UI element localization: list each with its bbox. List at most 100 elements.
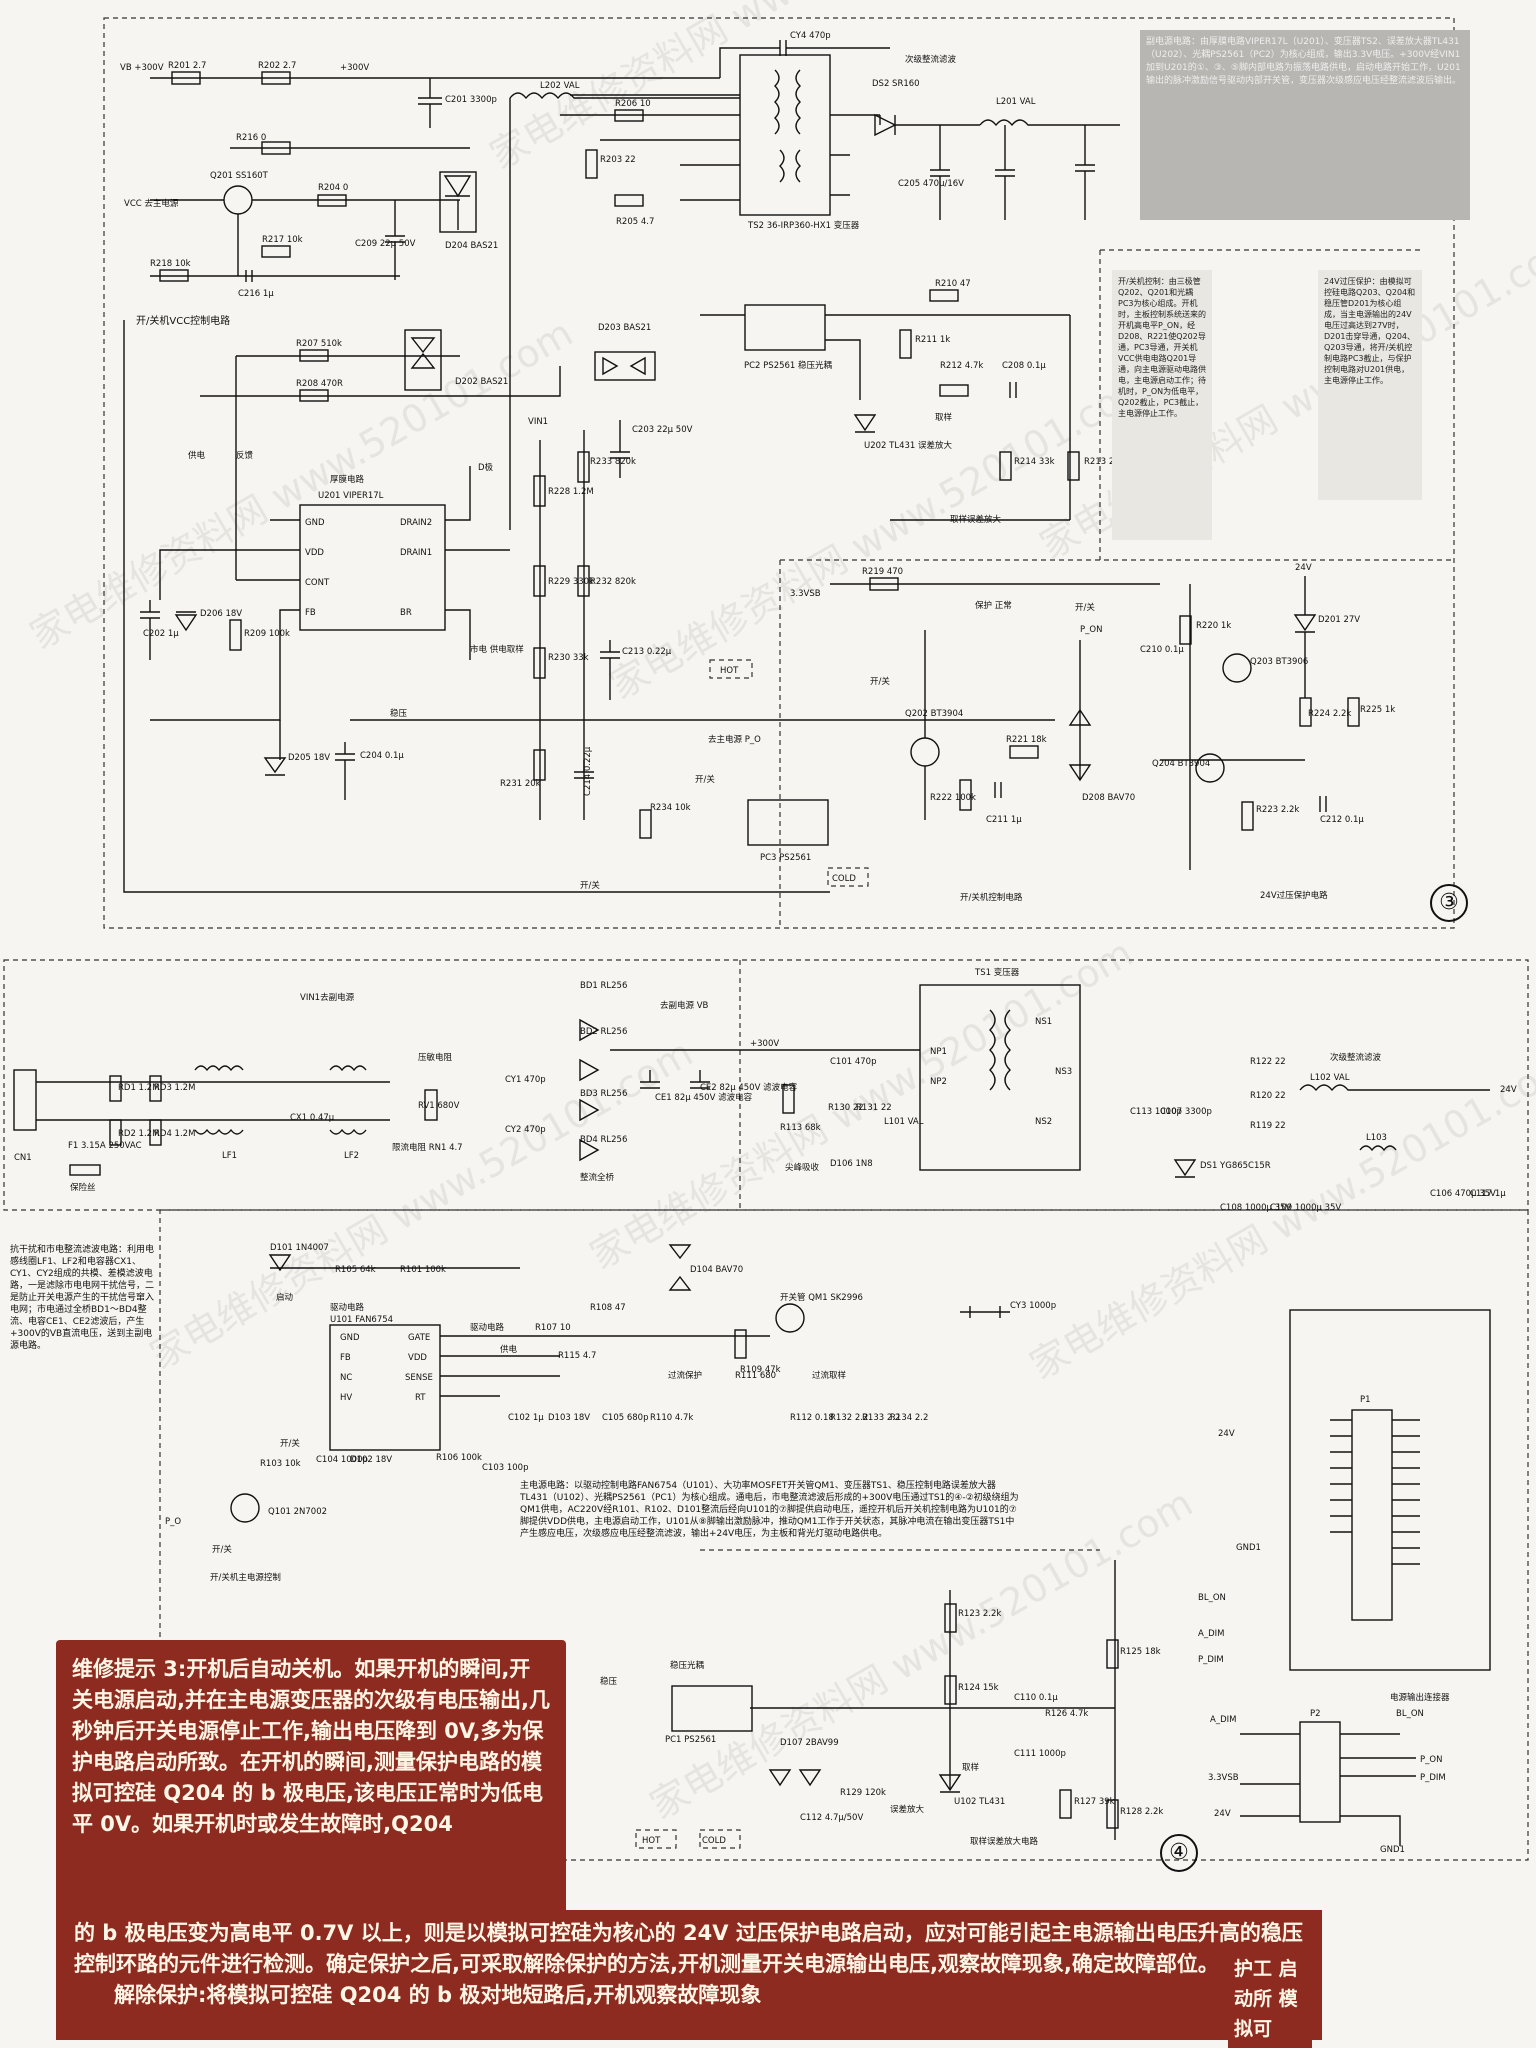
qm1-symbol <box>775 1303 805 1333</box>
r128-label: R128 2.2k <box>1120 1807 1163 1817</box>
c213-label: C213 0.22μ <box>622 647 672 657</box>
kaiguan-label-3: 开/关 <box>1075 602 1095 613</box>
r106-label: R106 100k <box>436 1453 482 1463</box>
connector-frame <box>1289 1309 1491 1671</box>
c117-label: C117 1μ <box>1470 1189 1506 1199</box>
bd3-label: BD3 RL256 <box>580 1089 627 1099</box>
main-ctrl-label: 开/关机主电源控制 <box>210 1572 281 1583</box>
q202-symbol <box>910 737 940 767</box>
c107-label: C107 3300p <box>1160 1107 1212 1117</box>
c216-label: C216 1μ <box>238 289 274 299</box>
d103-label: D103 18V <box>548 1413 590 1423</box>
cy4-label: CY4 470p <box>790 31 831 41</box>
u101-symbol <box>329 1324 441 1451</box>
ac-lines <box>36 1081 390 1121</box>
c106-label: C106 470μ 35V <box>1430 1189 1496 1199</box>
q101-symbol <box>230 1493 260 1523</box>
f1-symbol <box>69 1164 101 1176</box>
svg-text:DRAIN2: DRAIN2 <box>400 518 432 528</box>
l101-label: L101 VAL <box>884 1117 924 1127</box>
svg-text:VDD: VDD <box>408 1353 427 1363</box>
diagram-4-number: ④ <box>1160 1834 1198 1872</box>
r221-label: R221 18k <box>1006 735 1047 745</box>
r233-label: R233 820k <box>590 457 636 467</box>
rd3-label: RD3 1.2M <box>154 1083 195 1093</box>
vin1-label: VIN1 <box>528 417 548 427</box>
r113-symbol <box>782 1084 795 1114</box>
repair-tip-box-2: 的 b 极电压变为高电平 0.7V 以上，则是以模拟可控硅为核心的 24V 过压… <box>56 1910 1322 2040</box>
r201-symbol <box>171 71 201 85</box>
lf2-symbol <box>329 1065 367 1135</box>
q203-symbol <box>1222 653 1252 683</box>
d204-label: D204 BAS21 <box>445 241 498 251</box>
v300-label: +300V <box>340 63 369 73</box>
r219-symbol <box>869 577 899 591</box>
d104-label: D104 BAV70 <box>690 1265 743 1275</box>
r208-label: R208 470R <box>296 379 343 389</box>
r234-symbol <box>639 809 652 839</box>
svg-text:RT: RT <box>415 1393 426 1403</box>
note-24v-ovp: 24V过压保护：由模拟可控硅电路Q203、Q204和稳压管D201为核心组成，当… <box>1318 270 1422 500</box>
l102-label: L102 VAL <box>1310 1073 1350 1083</box>
wenya-pc-label: 稳压光耦 <box>670 1660 705 1671</box>
r231-symbol <box>533 749 546 781</box>
l202-symbol <box>509 92 740 100</box>
r108-label: R108 47 <box>590 1303 626 1313</box>
vsb4-label: 3.3VSB <box>1208 1773 1239 1783</box>
d201-label: D201 27V <box>1318 615 1360 625</box>
r125-label: R125 18k <box>1120 1647 1161 1657</box>
vb-label: VB +300V <box>120 63 164 73</box>
r125-symbol <box>1106 1639 1119 1669</box>
d104-symbol <box>668 1244 692 1291</box>
r210-label: R210 47 <box>935 279 971 289</box>
r219-label: R219 470 <box>862 567 903 577</box>
lf1-label: LF1 <box>222 1151 237 1161</box>
diagram-3-number: ③ <box>1430 884 1468 922</box>
kaiguan-label-2: 开/关 <box>580 880 600 891</box>
cy2-label: CY2 470p <box>505 1125 546 1135</box>
p1-label: P1 <box>1360 1395 1371 1405</box>
feedback-wiring <box>750 1560 1116 1840</box>
r109-symbol <box>734 1329 747 1359</box>
r212-symbol <box>939 384 969 397</box>
pc1-symbol <box>671 1685 753 1732</box>
hot-label: HOT <box>720 666 739 676</box>
r107-label: R107 10 <box>535 1323 571 1333</box>
d202-label: D202 BAS21 <box>455 377 508 387</box>
c211-symbol <box>994 782 1002 798</box>
note-aux-power-text: 副电源电路：由厚膜电路VIPER17L（U201）、变压器TS2、误差放大器TL… <box>1146 37 1462 86</box>
q204-label: Q204 BT3904 <box>1152 759 1210 769</box>
ce2-label: CE2 82μ 450V 滤波电容 <box>700 1082 798 1093</box>
r202-label: R202 2.7 <box>258 61 296 71</box>
p-on-label: P_ON <box>1420 1755 1442 1765</box>
r201-label: R201 2.7 <box>168 61 206 71</box>
pc2-symbol <box>744 304 826 351</box>
bridge-diodes <box>579 1018 600 1162</box>
ce1-label: CE1 82μ 450V 滤波电容 <box>655 1092 753 1103</box>
v24-p1-label: 24V <box>1218 1429 1235 1439</box>
wenya-line <box>279 719 1055 760</box>
ts2-windings-2 <box>779 149 801 183</box>
c101-label: C101 470p <box>830 1057 876 1067</box>
thick-label: 厚膜电路 <box>330 474 365 485</box>
r213-label: R213 2.2k <box>1084 457 1127 467</box>
q202-wiring <box>924 630 1081 820</box>
qidong-label: 启动 <box>276 1292 294 1303</box>
gnd2-label: GND1 <box>1380 1845 1405 1855</box>
d107-label: D107 2BAV99 <box>780 1738 839 1748</box>
r217-label: R217 10k <box>262 235 303 245</box>
rd1-symbol <box>109 1075 122 1102</box>
r230-label: R230 33k <box>548 653 589 663</box>
note-emi-text: 抗干扰和市电整流滤波电路：利用电感线圈LF1、LF2和电容器CX1、CY1、CY… <box>10 1245 155 1351</box>
qudong-signal-label: 驱动电路 <box>470 1322 505 1333</box>
pon-label: P_ON <box>1080 625 1102 635</box>
r112-label: R112 0.18 <box>790 1413 834 1423</box>
ds2-label: DS2 SR160 <box>872 79 920 89</box>
c214-label: C214 0.22μ <box>583 746 593 796</box>
c201-label: C201 3300p <box>445 95 497 105</box>
repair-tip-text-3: 解除保护:将模拟可控硅 Q204 的 b 极对地短路后,开机观察故障现象 <box>114 1983 762 2007</box>
rd1-label: RD1 1.2M <box>118 1083 159 1093</box>
q201-base-line <box>150 214 400 277</box>
guoliu-label: 过流保护 <box>668 1370 702 1381</box>
bl-on2-label: BL_ON <box>1396 1709 1424 1719</box>
